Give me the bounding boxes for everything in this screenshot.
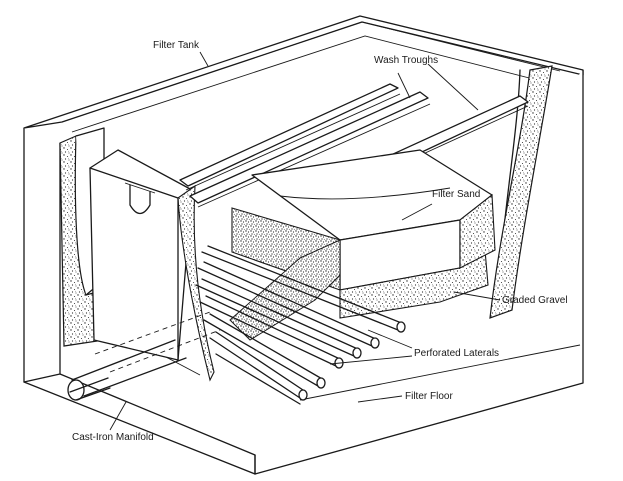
right-wall-section: [489, 65, 553, 319]
front-partition-wall: [89, 149, 215, 382]
perforated-laterals: [195, 245, 406, 405]
label-filter-floor: Filter Floor: [405, 391, 453, 402]
label-perforated-laterals: Perforated Laterals: [414, 348, 499, 359]
graded-gravel: [229, 193, 496, 341]
cast-iron-manifold: [67, 311, 221, 401]
filter-sand: [251, 149, 493, 291]
label-graded-gravel: Graded Gravel: [502, 295, 568, 306]
label-cast-iron-manifold: Cast-Iron Manifold: [72, 432, 154, 443]
label-wash-troughs: Wash Troughs: [374, 55, 438, 66]
leader-lines: [109, 51, 501, 431]
label-filter-sand: Filter Sand: [432, 189, 480, 200]
label-filter-tank: Filter Tank: [153, 40, 200, 51]
